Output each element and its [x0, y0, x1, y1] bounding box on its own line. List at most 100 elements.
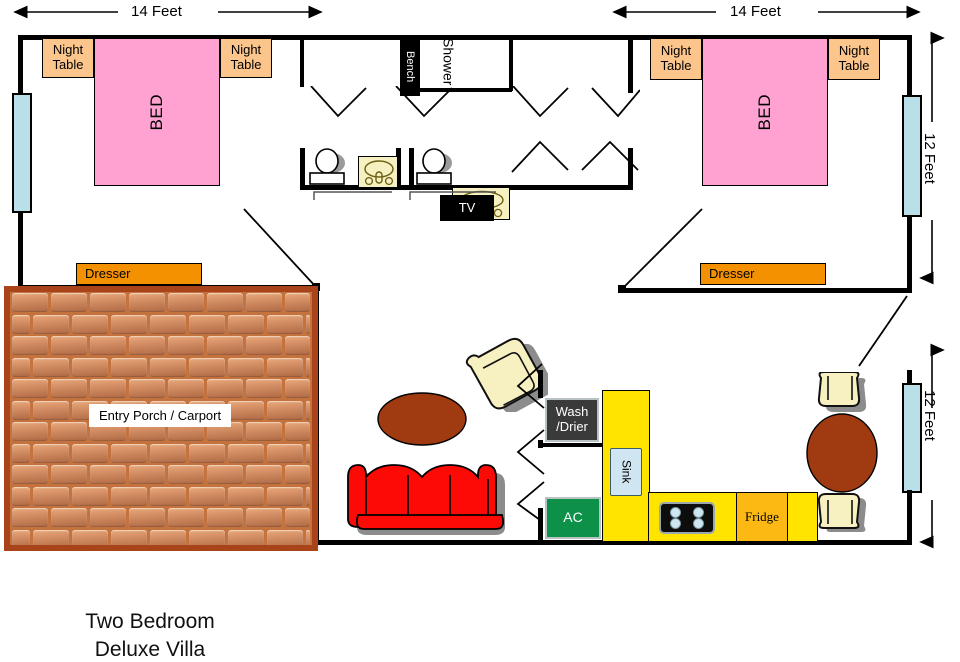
sink-fixture-1	[358, 156, 398, 188]
brick	[266, 443, 303, 463]
brick	[128, 508, 165, 528]
wall-bath-right-vert	[509, 35, 513, 91]
brick	[245, 336, 282, 356]
dining-chair-top	[817, 372, 867, 412]
air-conditioner: AC	[545, 497, 601, 539]
brick	[89, 293, 126, 313]
brick	[227, 314, 264, 334]
brick	[32, 443, 69, 463]
brick	[71, 314, 108, 334]
night-table-label-line1: Night	[230, 42, 262, 58]
door-swing-living-right	[516, 363, 545, 520]
brick	[227, 486, 264, 506]
dresser-left: Dresser	[76, 263, 202, 285]
dimension-label-top-right: 14 Feet	[730, 3, 781, 20]
brick	[284, 379, 310, 399]
brick	[149, 443, 186, 463]
brick	[11, 508, 48, 528]
tv-label: TV	[458, 199, 476, 215]
door-swing-bath-upper	[310, 86, 640, 118]
brick	[227, 357, 264, 377]
brick	[11, 443, 30, 463]
bench-label: Bench	[404, 51, 417, 83]
brick	[188, 357, 225, 377]
brick-row	[10, 464, 312, 486]
window-right-bedroom	[902, 95, 922, 217]
wall-right-living-upper	[907, 370, 912, 386]
brick	[11, 422, 48, 442]
brick	[266, 529, 303, 545]
stove-burner	[693, 507, 704, 518]
shower-label: Shower	[440, 38, 457, 86]
brick	[11, 486, 30, 506]
door-swing-left-bedroom	[243, 208, 317, 288]
brick	[128, 293, 165, 313]
brick	[206, 465, 243, 485]
brick	[11, 465, 48, 485]
brick	[32, 314, 69, 334]
wash-drier-label-line1: Wash	[555, 404, 589, 420]
night-table-left-1: Night Table	[42, 38, 94, 78]
brick	[206, 336, 243, 356]
kitchen-sink: Sink	[610, 448, 642, 496]
night-table-label-line2: Table	[660, 58, 692, 73]
brick	[32, 400, 69, 420]
brick	[245, 379, 282, 399]
brick-row	[10, 292, 312, 314]
brick	[284, 465, 310, 485]
wall-bath-left-vert	[300, 35, 304, 87]
tv: TV	[440, 195, 494, 221]
dresser-label-right: Dresser	[709, 265, 755, 281]
brick	[227, 400, 264, 420]
brick	[188, 486, 225, 506]
fridge-label: Fridge	[745, 508, 779, 524]
brick	[188, 443, 225, 463]
wall-left-lower	[18, 212, 23, 290]
night-table-left-2: Night Table	[220, 38, 272, 78]
brick	[110, 529, 147, 545]
window-left-bedroom	[12, 93, 32, 213]
brick	[149, 357, 186, 377]
brick	[71, 529, 108, 545]
brick	[305, 443, 310, 463]
wall-right-mid	[907, 215, 912, 293]
bed-right: BED	[702, 38, 828, 186]
brick	[167, 293, 204, 313]
brick	[11, 529, 30, 545]
wall-bottom	[318, 540, 912, 545]
brick	[149, 314, 186, 334]
dimension-arrows-right	[919, 31, 945, 549]
wall-top-bath-right	[410, 35, 660, 40]
dimension-label-right-lower: 12 Feet	[921, 390, 938, 441]
brick	[206, 508, 243, 528]
night-table-label-line1: Night	[660, 43, 692, 59]
wall-fixture-mid-vert	[396, 148, 401, 190]
brick	[305, 400, 310, 420]
brick	[167, 508, 204, 528]
counter-ledge-lines	[313, 191, 496, 200]
brick	[149, 529, 186, 545]
wall-top-bath-left	[300, 35, 410, 40]
brick	[128, 379, 165, 399]
brick	[245, 508, 282, 528]
stove-burner	[670, 518, 681, 529]
brick	[89, 379, 126, 399]
toilet-1	[309, 148, 345, 185]
dimension-label-right-upper: 12 Feet	[921, 133, 938, 184]
brick	[167, 336, 204, 356]
brick	[71, 443, 108, 463]
brick-row	[10, 314, 312, 336]
brick	[167, 379, 204, 399]
brick	[50, 422, 87, 442]
brick	[266, 400, 303, 420]
wall-top-left	[18, 35, 300, 40]
brick	[305, 314, 310, 334]
bed-left: BED	[94, 38, 220, 186]
brick-row	[10, 378, 312, 400]
brick	[11, 314, 30, 334]
brick	[110, 314, 147, 334]
brick	[89, 508, 126, 528]
brick	[284, 422, 310, 442]
wall-right-upper	[907, 35, 912, 97]
